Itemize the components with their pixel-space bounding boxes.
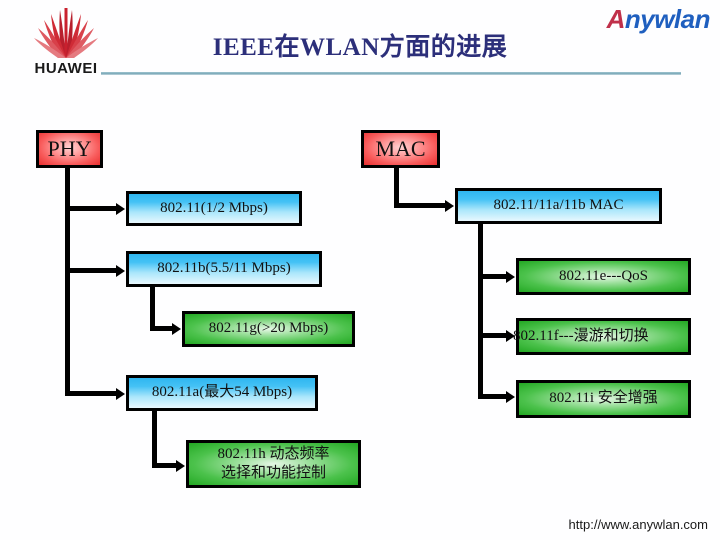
- mac-branch-1-arrowhead: [506, 270, 515, 283]
- node-80211g: 802.11g(>20 Mbps): [182, 311, 355, 347]
- phy-branch-2-arrowhead: [116, 264, 125, 277]
- mac-branch-1: [478, 274, 508, 279]
- node-80211a: 802.11a(最大54 Mbps): [126, 375, 318, 411]
- node-80211: 802.11(1/2 Mbps): [126, 191, 302, 226]
- node-80211f: 802.11f---漫游和切换: [513, 318, 691, 355]
- node-80211f-label: 802.11f---漫游和切换: [513, 327, 649, 344]
- anywlan-logo-text: nywlan: [624, 4, 711, 34]
- phy-header-label: PHY: [47, 136, 92, 162]
- phy-branch-1: [65, 206, 118, 211]
- huawei-fan-icon: [34, 8, 98, 58]
- phy-branch-3-arrowhead: [116, 387, 125, 400]
- huawei-logo: HUAWEI: [18, 8, 114, 84]
- node-mac-base: 802.11/11a/11b MAC: [455, 188, 662, 224]
- huawei-wordmark: HUAWEI: [34, 60, 98, 77]
- footer-url[interactable]: http://www.anywlan.com: [568, 517, 708, 532]
- b-to-g-vertical: [150, 287, 155, 331]
- node-80211h: 802.11h 动态频率 选择和功能控制: [186, 440, 361, 488]
- node-80211-label: 802.11(1/2 Mbps): [160, 199, 268, 216]
- node-80211h-line2: 选择和功能控制: [220, 465, 326, 481]
- b-to-g-arrowhead: [172, 322, 181, 335]
- mac-branch-2: [478, 333, 508, 338]
- phy-branch-3: [65, 391, 118, 396]
- phy-branch-2: [65, 268, 118, 273]
- mac-stub-horizontal: [394, 203, 447, 208]
- b-to-g-horizontal: [150, 326, 174, 331]
- node-80211g-label: 802.11g(>20 Mbps): [208, 320, 329, 337]
- node-80211e: 802.11e---QoS: [516, 258, 691, 295]
- slide-header: HUAWEI Anywlan IEEE在WLAN方面的进展: [0, 0, 720, 92]
- header-divider: [101, 72, 681, 75]
- mac-branch-2-arrowhead: [506, 329, 515, 342]
- mac-stub-arrowhead: [445, 199, 454, 212]
- a-to-h-arrowhead: [176, 459, 185, 472]
- mac-header-box: MAC: [361, 130, 440, 168]
- mac-branch-3: [478, 394, 508, 399]
- anywlan-logo: Anywlan: [606, 4, 711, 35]
- node-80211b-label: 802.11b(5.5/11 Mbps): [157, 260, 291, 277]
- node-mac-base-label: 802.11/11a/11b MAC: [493, 197, 624, 214]
- phy-branch-1-arrowhead: [116, 202, 125, 215]
- a-to-h-vertical: [152, 411, 157, 468]
- node-80211i: 802.11i 安全增强: [516, 380, 691, 418]
- mac-trunk-vertical: [478, 224, 483, 396]
- phy-trunk-vertical: [65, 168, 70, 396]
- node-80211a-label: 802.11a(最大54 Mbps): [151, 384, 293, 401]
- mac-header-label: MAC: [375, 136, 426, 162]
- mac-branch-3-arrowhead: [506, 390, 515, 403]
- mac-stub-vertical: [394, 168, 399, 208]
- phy-header-box: PHY: [36, 130, 103, 168]
- anywlan-logo-accent: A: [606, 4, 626, 34]
- page-title: IEEE在WLAN方面的进展: [212, 34, 508, 61]
- a-to-h-horizontal: [152, 463, 178, 468]
- node-80211b: 802.11b(5.5/11 Mbps): [126, 251, 322, 287]
- node-80211i-label: 802.11i 安全增强: [549, 390, 658, 407]
- node-80211h-line1: 802.11h 动态频率: [217, 445, 330, 462]
- node-80211e-label: 802.11e---QoS: [558, 267, 648, 284]
